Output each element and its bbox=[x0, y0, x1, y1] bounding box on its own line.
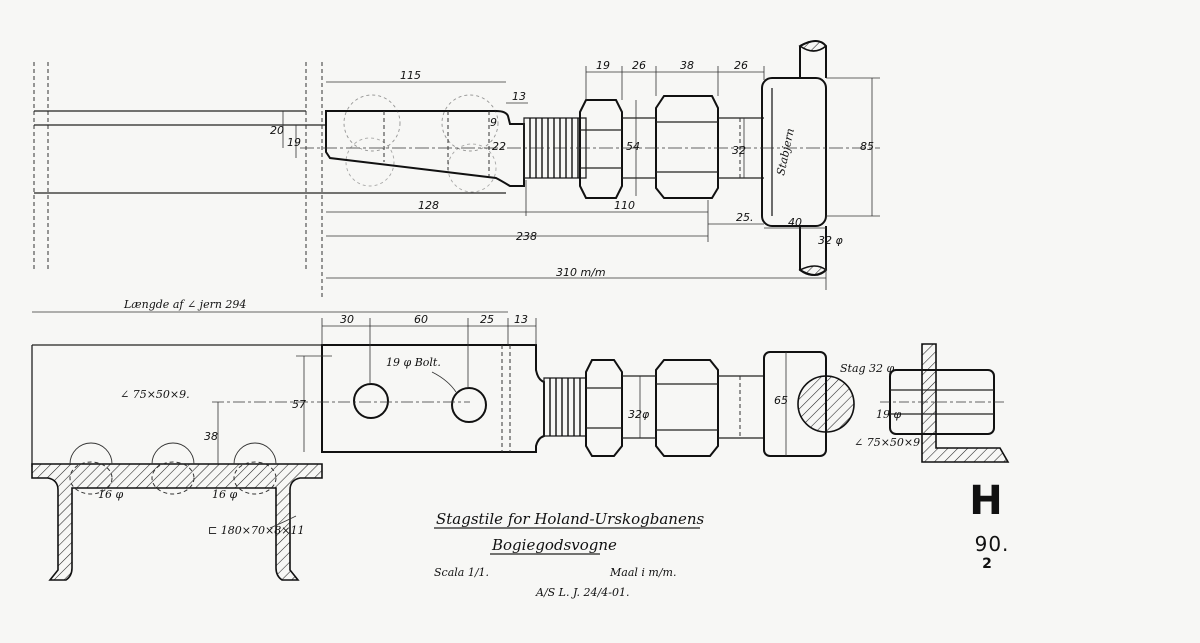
dim-19: 19 bbox=[596, 59, 610, 72]
dim-40: 40 bbox=[788, 216, 802, 229]
angle-small-note: ∠ 75×50×9 bbox=[854, 436, 920, 449]
dim-115: 115 bbox=[400, 69, 421, 82]
dim-32phi-top: 32 φ bbox=[818, 234, 843, 247]
channel-note: ⊏ 180×70×8×11 bbox=[208, 524, 304, 537]
dim-238: 238 bbox=[516, 230, 537, 243]
dim-25-bottom: 25 bbox=[480, 313, 494, 326]
archive-stamp-subnumber: 2 bbox=[982, 556, 992, 572]
dim-110: 110 bbox=[614, 199, 635, 212]
dim-30: 30 bbox=[340, 313, 354, 326]
dim-54: 54 bbox=[626, 140, 640, 153]
bottom-view-dimensions: Længde af ∠ jern 294 30 60 25 13 57 38 3… bbox=[32, 298, 920, 537]
title-block: Stagstile for Holand-Urskogbanens Bogieg… bbox=[434, 510, 704, 599]
units-label: Maal i m/m. bbox=[609, 566, 676, 579]
hole-note-1: 16 φ bbox=[98, 488, 123, 501]
dim-38: 38 bbox=[680, 59, 694, 72]
bolt-small-note: 19 φ bbox=[876, 408, 901, 421]
hole-note-2: 16 φ bbox=[212, 488, 237, 501]
dim-26b: 26 bbox=[734, 59, 748, 72]
dim-25-top: 25. bbox=[736, 211, 754, 224]
dim-32: 32 bbox=[732, 144, 746, 157]
dim-22: 22 bbox=[492, 140, 506, 153]
dim-310: 310 m/m bbox=[556, 266, 606, 279]
rod-note: Stag 32 φ bbox=[840, 362, 895, 375]
dim-85: 85 bbox=[860, 140, 874, 153]
dim-20: 20 bbox=[270, 124, 284, 137]
dim-128: 128 bbox=[418, 199, 439, 212]
scale-label: Scala 1/1. bbox=[434, 566, 489, 579]
dim-9: 9 bbox=[490, 116, 497, 129]
bottom-view bbox=[31, 343, 1010, 581]
bolt-note: 19 φ Bolt. bbox=[386, 356, 441, 369]
dim-26a: 26 bbox=[632, 59, 646, 72]
dim-13-bottom: 13 bbox=[514, 313, 528, 326]
dim-13-top: 13 bbox=[512, 90, 526, 103]
dim-19v: 19 bbox=[287, 136, 301, 149]
dim-60: 60 bbox=[414, 313, 428, 326]
dim-32phi-bottom: 32φ bbox=[628, 408, 650, 421]
drawing-title-line1: Stagstile for Holand-Urskogbanens bbox=[436, 510, 704, 528]
bolt-hole-1 bbox=[353, 383, 389, 419]
dim-57: 57 bbox=[292, 398, 306, 411]
dim-65: 65 bbox=[774, 394, 788, 407]
angle-note: ∠ 75×50×9. bbox=[120, 388, 190, 401]
archive-stamp-number: 90. bbox=[974, 532, 1010, 556]
signature: A/S L. J. 24/4-01. bbox=[535, 586, 629, 599]
material-label: Stabjern bbox=[774, 127, 797, 176]
length-note: Længde af ∠ jern 294 bbox=[123, 298, 246, 311]
top-view-dimensions: 115 13 19 26 38 26 20 19 9 22 54 32 85 1… bbox=[270, 59, 880, 290]
bolt-hole-2 bbox=[451, 387, 487, 423]
dim-38-bottom: 38 bbox=[204, 430, 218, 443]
top-view bbox=[33, 40, 880, 300]
archive-stamp-letter: H bbox=[969, 478, 1003, 524]
drawing-title-line2: Bogiegodsvogne bbox=[491, 536, 617, 554]
